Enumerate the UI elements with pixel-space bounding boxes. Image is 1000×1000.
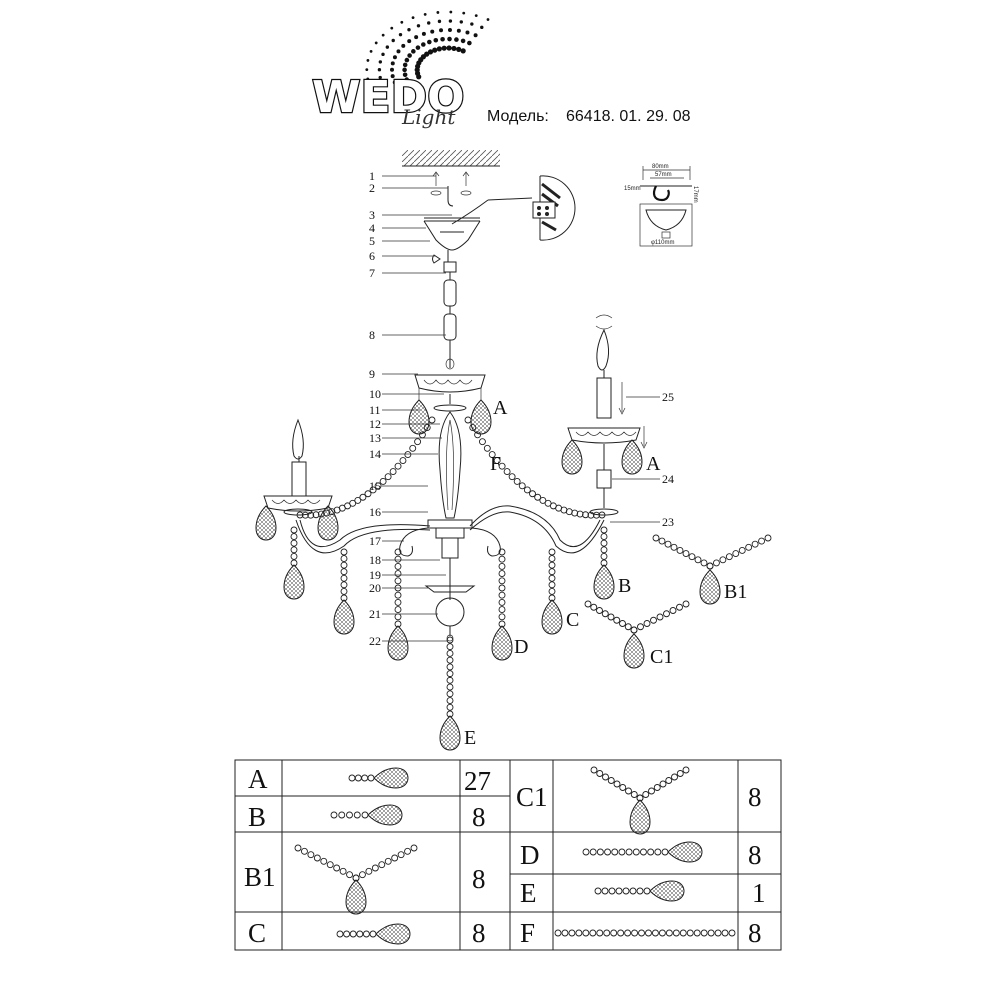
callout-4: 4 (369, 221, 375, 235)
row-b-qty: 8 (472, 802, 486, 832)
row-d-code: D (520, 840, 540, 870)
row-b1-code: B1 (244, 862, 276, 892)
callout-numbers: 1234567891011121314151617181920212223242… (369, 169, 674, 648)
row-a-code: A (248, 764, 268, 794)
row-c1-code: C1 (516, 782, 548, 812)
row-d-qty: 8 (748, 840, 762, 870)
callout-23: 23 (662, 515, 674, 529)
callout-16: 16 (369, 505, 381, 519)
row-b1-qty: 8 (472, 864, 486, 894)
parts-table: A 27 B 8 B1 8 C 8 C1 8 D 8 E 1 F 8 (234, 759, 782, 951)
callout-13: 13 (369, 431, 381, 445)
model-number: 66418. 01. 29. 08 (566, 108, 691, 125)
callout-18: 18 (369, 553, 381, 567)
label-c1: C1 (650, 646, 673, 668)
row-c1-qty: 8 (748, 782, 762, 812)
callout-21: 21 (369, 607, 381, 621)
callout-6: 6 (369, 249, 375, 263)
row-b-code: B (248, 802, 266, 832)
canopy-inset: 80mm 57mm 15mm 17mm φ110mm (624, 164, 698, 247)
brand-subtitle: Light (401, 105, 456, 129)
callout-7: 7 (369, 266, 375, 280)
row-a-qty: 27 (464, 766, 491, 796)
row-e-code: E (520, 878, 537, 908)
callout-2: 2 (369, 181, 375, 195)
table-part-images (294, 766, 736, 945)
label-e: E (464, 727, 476, 749)
row-f-code: F (520, 918, 535, 948)
dim-outer: 80mm (652, 164, 669, 170)
callout-3: 3 (369, 208, 375, 222)
row-c-code: C (248, 918, 266, 948)
brand-logo: WEDO Light (311, 10, 490, 129)
left-candle (263, 418, 333, 516)
label-d: D (514, 636, 528, 658)
callout-22: 22 (369, 634, 381, 648)
row-e-qty: 1 (752, 878, 766, 908)
callout-20: 20 (369, 581, 381, 595)
callout-11: 11 (369, 403, 381, 417)
chain (443, 272, 457, 370)
callout-8: 8 (369, 328, 375, 342)
callout-19: 19 (369, 568, 381, 582)
brand-name: WEDO (312, 72, 465, 123)
label-c: C (566, 609, 579, 631)
dim-left: 15mm (624, 186, 641, 192)
central-column (424, 411, 476, 642)
callout-17: 17 (369, 534, 381, 548)
label-a-side: A (646, 453, 661, 475)
swag-chains-f (296, 416, 606, 519)
callout-15: 15 (369, 479, 381, 493)
top-bobeche (414, 374, 486, 412)
row-f-qty: 8 (748, 918, 762, 948)
right-candle (567, 314, 648, 516)
dim-inner: 57mm (655, 172, 672, 178)
dim-right: 17mm (692, 186, 698, 203)
callout-5: 5 (369, 234, 375, 248)
row-c-qty: 8 (472, 918, 486, 948)
ceiling (402, 150, 500, 167)
callout-1: 1 (369, 169, 375, 183)
scroll-ornaments (399, 527, 501, 557)
label-a-main: A (493, 397, 508, 419)
dim-bottom: φ110mm (651, 240, 674, 246)
callout-9: 9 (369, 367, 375, 381)
callout-25: 25 (662, 390, 674, 404)
callout-10: 10 (369, 387, 381, 401)
wire-detail (532, 175, 576, 241)
logo-dots-icon (365, 10, 490, 90)
arms (295, 505, 605, 554)
label-b: B (618, 575, 631, 597)
callout-24: 24 (662, 472, 674, 486)
callout-12: 12 (369, 417, 381, 431)
model-label: Модель: (487, 108, 549, 125)
mounting-hardware (423, 171, 533, 273)
callout-14: 14 (369, 447, 381, 461)
label-f: F (490, 453, 501, 475)
label-b1: B1 (724, 581, 747, 603)
